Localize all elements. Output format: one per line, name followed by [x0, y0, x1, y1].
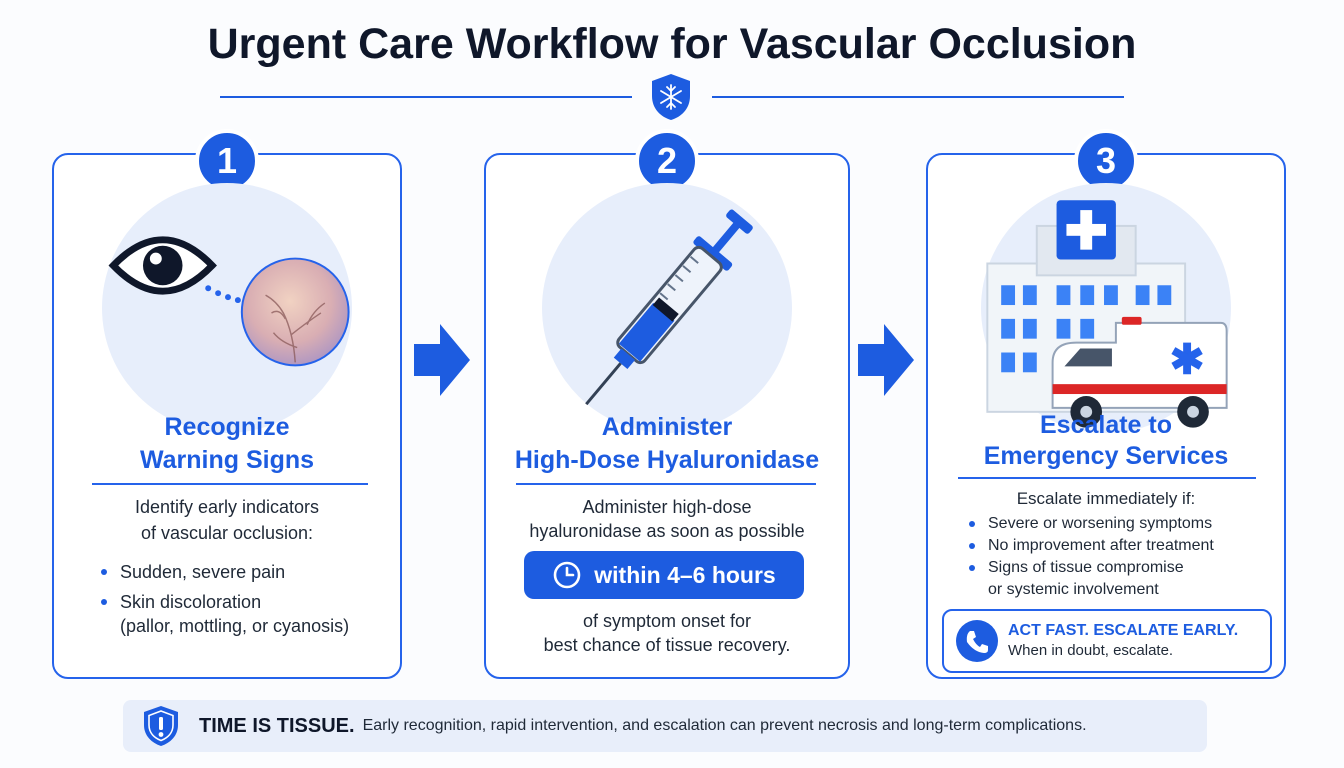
- step-1-intro-line-2: of vascular occlusion:: [140, 523, 314, 543]
- phone-icon: [956, 620, 998, 662]
- alert-title: ACT FAST. ESCALATE EARLY.: [1008, 622, 1239, 639]
- step-1-divider: [92, 483, 368, 485]
- step-1-bullet-list: Sudden, severe pain Skin discoloration (…: [98, 560, 349, 644]
- title-divider-right: [712, 96, 1124, 98]
- step-3-card: 3 Escalate to Emergency Services Escalat…: [926, 129, 1286, 679]
- step-1-title-line-2: Warning Signs: [139, 446, 315, 474]
- arrow-right-icon: [858, 324, 914, 396]
- eye-skin-icon: [108, 236, 350, 367]
- list-item: Signs of tissue compromise or systemic i…: [966, 557, 1214, 601]
- page-title: Urgent Care Workflow for Vascular Occlus…: [207, 20, 1137, 68]
- step-1-number-badge: 1: [195, 129, 259, 193]
- step-2-outro-line-2: best chance of tissue recovery.: [543, 635, 791, 655]
- step-2-title-line-1: Administer: [601, 413, 733, 441]
- step-3-divider: [958, 477, 1256, 479]
- title-divider-left: [220, 96, 632, 98]
- step-2-intro-line-1: Administer high-dose: [582, 497, 752, 517]
- shield-snowflake-icon: [652, 74, 690, 120]
- shield-alert-icon: [144, 706, 178, 746]
- step-3-intro-line-1: Escalate immediately if:: [1016, 489, 1196, 508]
- clock-icon: [553, 561, 581, 589]
- footer-text: Early recognition, rapid intervention, a…: [362, 717, 1087, 734]
- step-3-title-line-1: Escalate to: [1039, 411, 1172, 439]
- step-1-title-line-1: Recognize: [164, 413, 290, 441]
- step-2-card: 2 Administer High-Dose Hyaluronidase Adm…: [484, 129, 850, 679]
- step-2-intro-line-2: hyaluronidase as soon as possible: [529, 521, 805, 541]
- footer-banner: TIME IS TISSUE. Early recognition, rapid…: [123, 700, 1207, 752]
- step-2-divider: [516, 483, 816, 485]
- list-item: Sudden, severe pain: [98, 560, 349, 584]
- alert-text: When in doubt, escalate.: [1008, 642, 1174, 659]
- syringe-icon: [585, 209, 753, 406]
- step-1-intro-line-1: Identify early indicators: [134, 497, 320, 517]
- step-2-title-line-2: High-Dose Hyaluronidase: [514, 446, 820, 474]
- list-item: Skin discoloration (pallor, mottling, or…: [98, 590, 349, 638]
- step-3-bullet-list: Severe or worsening symptoms No improvem…: [966, 513, 1214, 601]
- footer-headline: TIME IS TISSUE.: [199, 714, 355, 737]
- step-3-number-badge: 3: [1074, 129, 1138, 193]
- time-window-highlight: within 4–6 hours: [524, 551, 804, 599]
- step-3-title-line-2: Emergency Services: [983, 442, 1229, 470]
- list-item: Severe or worsening symptoms: [966, 513, 1214, 535]
- step-1-card: 1 Recognize Warning Signs Identify: [52, 129, 402, 679]
- act-fast-callout: ACT FAST. ESCALATE EARLY. When in doubt,…: [942, 609, 1272, 673]
- arrow-right-icon: [414, 324, 470, 396]
- hospital-ambulance-icon: [986, 200, 1228, 428]
- list-item: No improvement after treatment: [966, 535, 1214, 557]
- step-2-outro-line-1: of symptom onset for: [582, 611, 752, 631]
